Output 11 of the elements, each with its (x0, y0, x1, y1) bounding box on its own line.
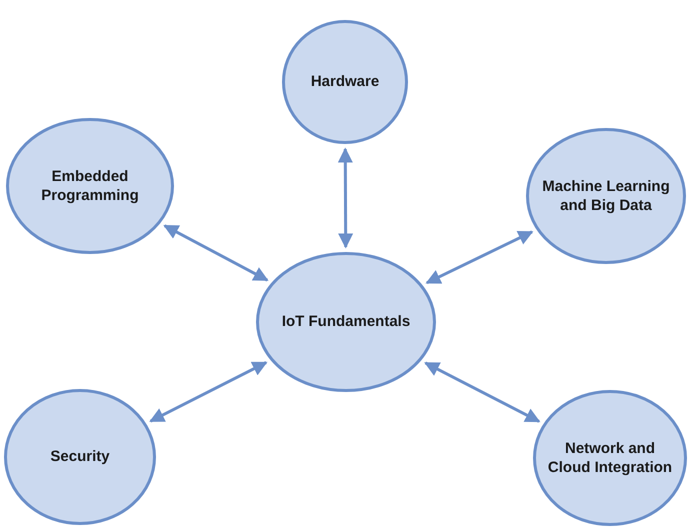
node-label: IoT Fundamentals (280, 312, 412, 332)
double-arrow (149, 361, 268, 423)
node-label: Network and Cloud Integration (546, 438, 674, 478)
node-label: Hardware (310, 72, 380, 92)
double-arrow (338, 148, 354, 248)
node-label: Embedded Programming (40, 166, 140, 206)
node-label: Machine Learning and Big Data (541, 176, 671, 216)
double-arrow (426, 230, 534, 284)
double-arrow (163, 224, 269, 282)
node-label: Security (49, 447, 111, 467)
double-arrow (424, 362, 540, 423)
